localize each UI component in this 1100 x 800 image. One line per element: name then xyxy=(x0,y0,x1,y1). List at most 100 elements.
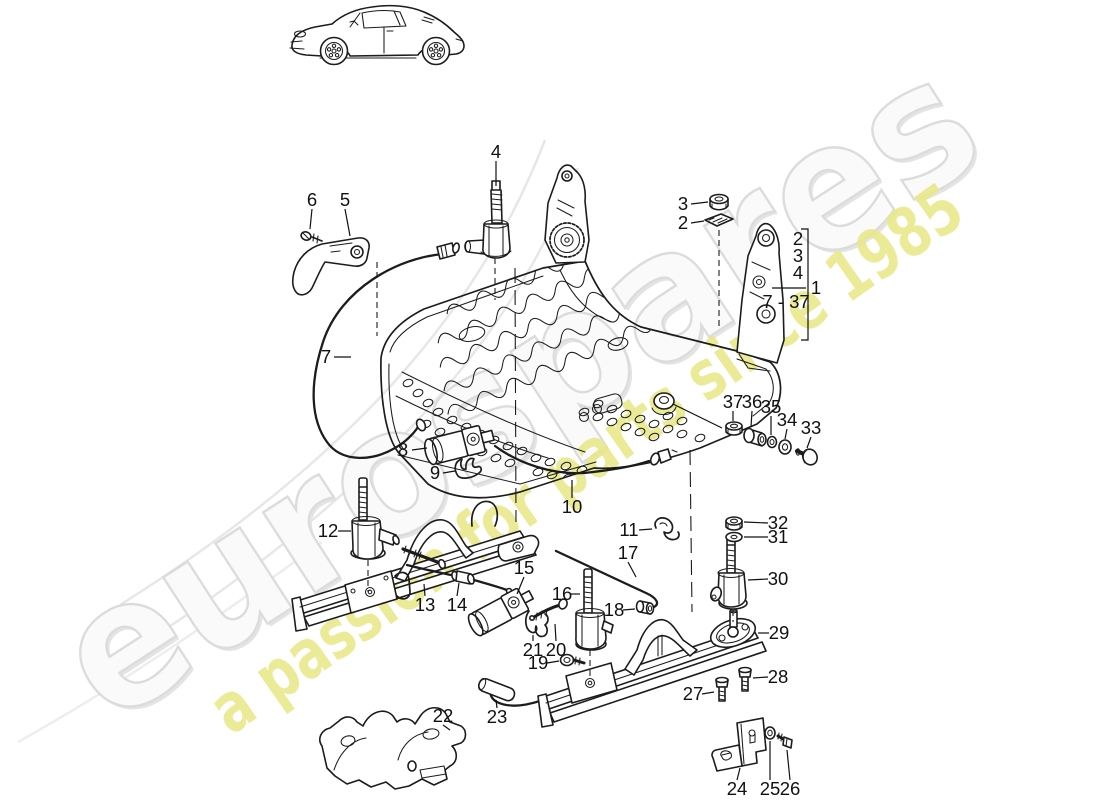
part-16-spindle xyxy=(575,568,614,651)
callout-leader-13 xyxy=(423,583,426,597)
frame-right-bracket xyxy=(736,222,785,372)
callout-leader-11 xyxy=(638,528,653,531)
callout-leader-6 xyxy=(309,208,313,230)
callout-5: 5 xyxy=(340,189,350,210)
callout-37: 37 xyxy=(723,391,744,412)
callout-leader-24 xyxy=(736,767,741,781)
callout-leader-30 xyxy=(747,578,769,581)
callout-3: 3 xyxy=(678,193,688,214)
group-item-3: 3 xyxy=(793,245,803,266)
callout-19: 19 xyxy=(528,652,549,673)
part-6-screw xyxy=(300,231,323,244)
part-3-nut xyxy=(709,193,729,211)
part-15-motor xyxy=(467,587,534,637)
callout-24: 24 xyxy=(727,778,748,799)
frame-left-bracket xyxy=(544,164,590,264)
left-rail-assembly xyxy=(291,500,540,632)
part-21-clip xyxy=(525,610,549,638)
part-32-nut xyxy=(725,516,743,531)
callout-36: 36 xyxy=(742,391,763,412)
callout-17: 17 xyxy=(618,542,639,563)
callout-31: 31 xyxy=(768,526,789,547)
part-37-nut xyxy=(725,421,743,436)
callout-leader-33 xyxy=(806,436,812,449)
callout-4: 4 xyxy=(491,141,501,162)
callout-leader-22 xyxy=(442,724,451,731)
part-8-motor xyxy=(423,424,495,466)
callout-18: 18 xyxy=(604,599,625,620)
part-33-pin xyxy=(795,448,818,466)
callout-32: 32 xyxy=(768,512,789,533)
part-18-bushing xyxy=(635,600,655,615)
right-rail-assembly xyxy=(489,608,767,728)
callout-16: 16 xyxy=(552,583,573,604)
part-24-bracket xyxy=(711,717,767,772)
callout-22: 22 xyxy=(433,705,454,726)
part-22-bracket xyxy=(319,706,467,790)
group-item-4: 4 xyxy=(793,262,803,283)
part-25-washer xyxy=(764,726,776,740)
watermark-swoosh-upper xyxy=(119,139,547,607)
part-34-washer xyxy=(778,439,792,455)
diagram-linework xyxy=(291,164,818,790)
part-19-screw xyxy=(559,653,586,667)
callout-leader-32 xyxy=(743,521,769,524)
group-assembly-label: 1 xyxy=(811,277,821,298)
part-13-pin xyxy=(401,545,447,570)
part-31-washer xyxy=(725,531,743,543)
callout-21: 21 xyxy=(523,639,544,660)
callout-30: 30 xyxy=(768,568,789,589)
position-lines xyxy=(367,230,734,678)
part-23-rod xyxy=(477,677,516,702)
callout-leader-18 xyxy=(622,608,636,611)
callout-27: 27 xyxy=(683,683,704,704)
callout-leader-17 xyxy=(627,561,637,578)
callout-10: 10 xyxy=(562,496,583,517)
callout-leader-20 xyxy=(554,623,557,642)
part-9-fork xyxy=(454,457,483,479)
part-30-spindle xyxy=(709,536,748,610)
callout-leader-27 xyxy=(701,691,715,695)
callout-20: 20 xyxy=(546,639,567,660)
watermark-brand: eurospares xyxy=(22,19,1013,761)
callout-leader-5 xyxy=(344,208,351,237)
callout-34: 34 xyxy=(777,409,798,430)
callout-leader-8 xyxy=(411,447,428,451)
callout-25: 25 xyxy=(760,778,781,799)
callout-leader-34 xyxy=(784,428,788,440)
callout-15: 15 xyxy=(514,557,535,578)
frame-bolt-hole xyxy=(653,392,675,410)
callout-leader-3 xyxy=(690,201,709,205)
callout-8: 8 xyxy=(398,439,408,460)
callout-leader-9 xyxy=(442,470,456,474)
callout-2: 2 xyxy=(678,212,688,233)
callout-leader-19 xyxy=(546,660,560,664)
callout-leader-36 xyxy=(750,410,753,428)
callout-leader-26 xyxy=(786,749,791,781)
group-range-label: 7 - 37 xyxy=(762,291,809,312)
callout-14: 14 xyxy=(447,594,468,615)
part-11-clip xyxy=(654,517,680,541)
part-26-screw xyxy=(776,732,793,749)
part-36-bushing xyxy=(743,427,767,447)
callout-26: 26 xyxy=(780,778,801,799)
callout-13: 13 xyxy=(415,594,436,615)
group-item-2: 2 xyxy=(793,228,803,249)
callout-6: 6 xyxy=(307,189,317,210)
callout-leader-14 xyxy=(456,582,460,597)
part-2-clip xyxy=(704,213,734,227)
callout-7: 7 xyxy=(321,346,331,367)
callout-leader-23 xyxy=(495,699,498,709)
part-35-washer xyxy=(766,435,778,449)
callout-33: 33 xyxy=(801,417,822,438)
callout-28: 28 xyxy=(768,666,789,687)
car-icon xyxy=(289,4,465,66)
part-29-mount xyxy=(709,608,757,649)
recliner-gear xyxy=(549,222,585,258)
part-7-cable xyxy=(312,242,460,459)
part-5-handle xyxy=(291,237,370,296)
part-12-spindle xyxy=(350,477,400,560)
